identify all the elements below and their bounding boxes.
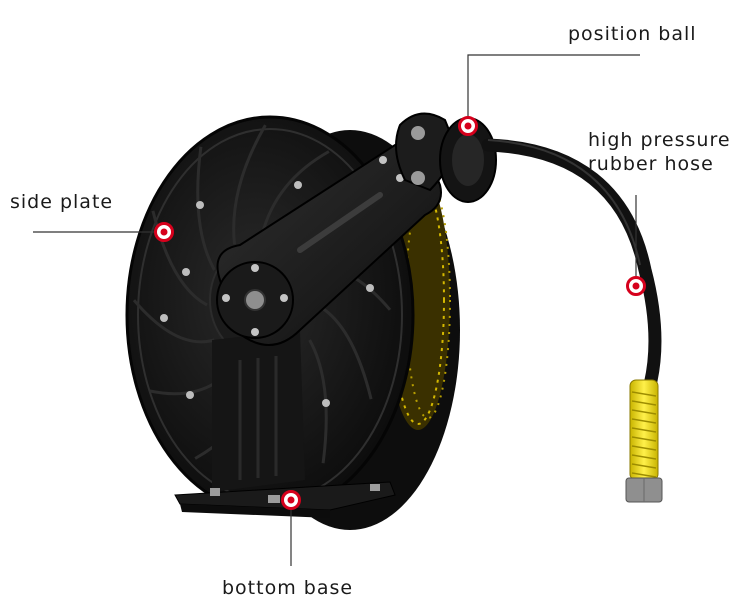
rubber-hose [481, 138, 663, 503]
leader-lines [33, 54, 640, 566]
plate-bolt [160, 314, 168, 322]
sleeve-rib [631, 400, 657, 406]
marker-bottom-base-dot [287, 496, 295, 504]
side-plate-blade [232, 124, 267, 245]
arm-bolt [280, 294, 288, 302]
plate-bolt [182, 268, 190, 276]
sleeve-rib [631, 463, 657, 469]
arm-bolt [222, 294, 230, 302]
hose-fitting [625, 477, 663, 503]
plate-bolt [366, 284, 374, 292]
side-plate-blade [196, 146, 216, 271]
sleeve-rib [631, 454, 657, 460]
label-high-pressure-rubber-hose: high pressure rubber hose [588, 128, 731, 176]
leader-position-ball [467, 54, 640, 126]
plate-bolt [294, 181, 302, 189]
label-bottom-base: bottom base [222, 577, 354, 599]
label-position-ball: position ball [568, 23, 697, 45]
sleeve-rib [631, 409, 657, 415]
plate-bolt [196, 201, 204, 209]
marker-position-ball-dot [464, 122, 472, 130]
sleeve-rib [631, 418, 657, 424]
side-plate-blade [308, 339, 328, 464]
marker-side-plate-dot [160, 228, 168, 236]
side-plate-blade [260, 150, 330, 236]
label-side-plate: side plate [10, 191, 114, 213]
sleeve-rib [631, 472, 657, 478]
arm-bolt [251, 328, 259, 336]
swivel-joint [395, 112, 497, 203]
side-plate-blade [132, 299, 215, 344]
sleeve-rib [631, 436, 657, 442]
hose-sleeve [629, 379, 659, 481]
arm-bolt [379, 156, 387, 164]
plate-bolt [186, 391, 194, 399]
marker-hose-dot [632, 282, 640, 290]
sleeve-rib [631, 391, 657, 397]
plate-bolt [322, 399, 330, 407]
side-plate-blade [316, 303, 373, 400]
sleeve-rib [631, 445, 657, 451]
label-hose-line1: high pressure [588, 129, 731, 151]
label-hose-line2: rubber hose [588, 153, 714, 175]
arm-bolt [251, 264, 259, 272]
sleeve-rib [631, 427, 657, 433]
arm-bolt [396, 174, 404, 182]
swivel-arm [216, 141, 442, 346]
